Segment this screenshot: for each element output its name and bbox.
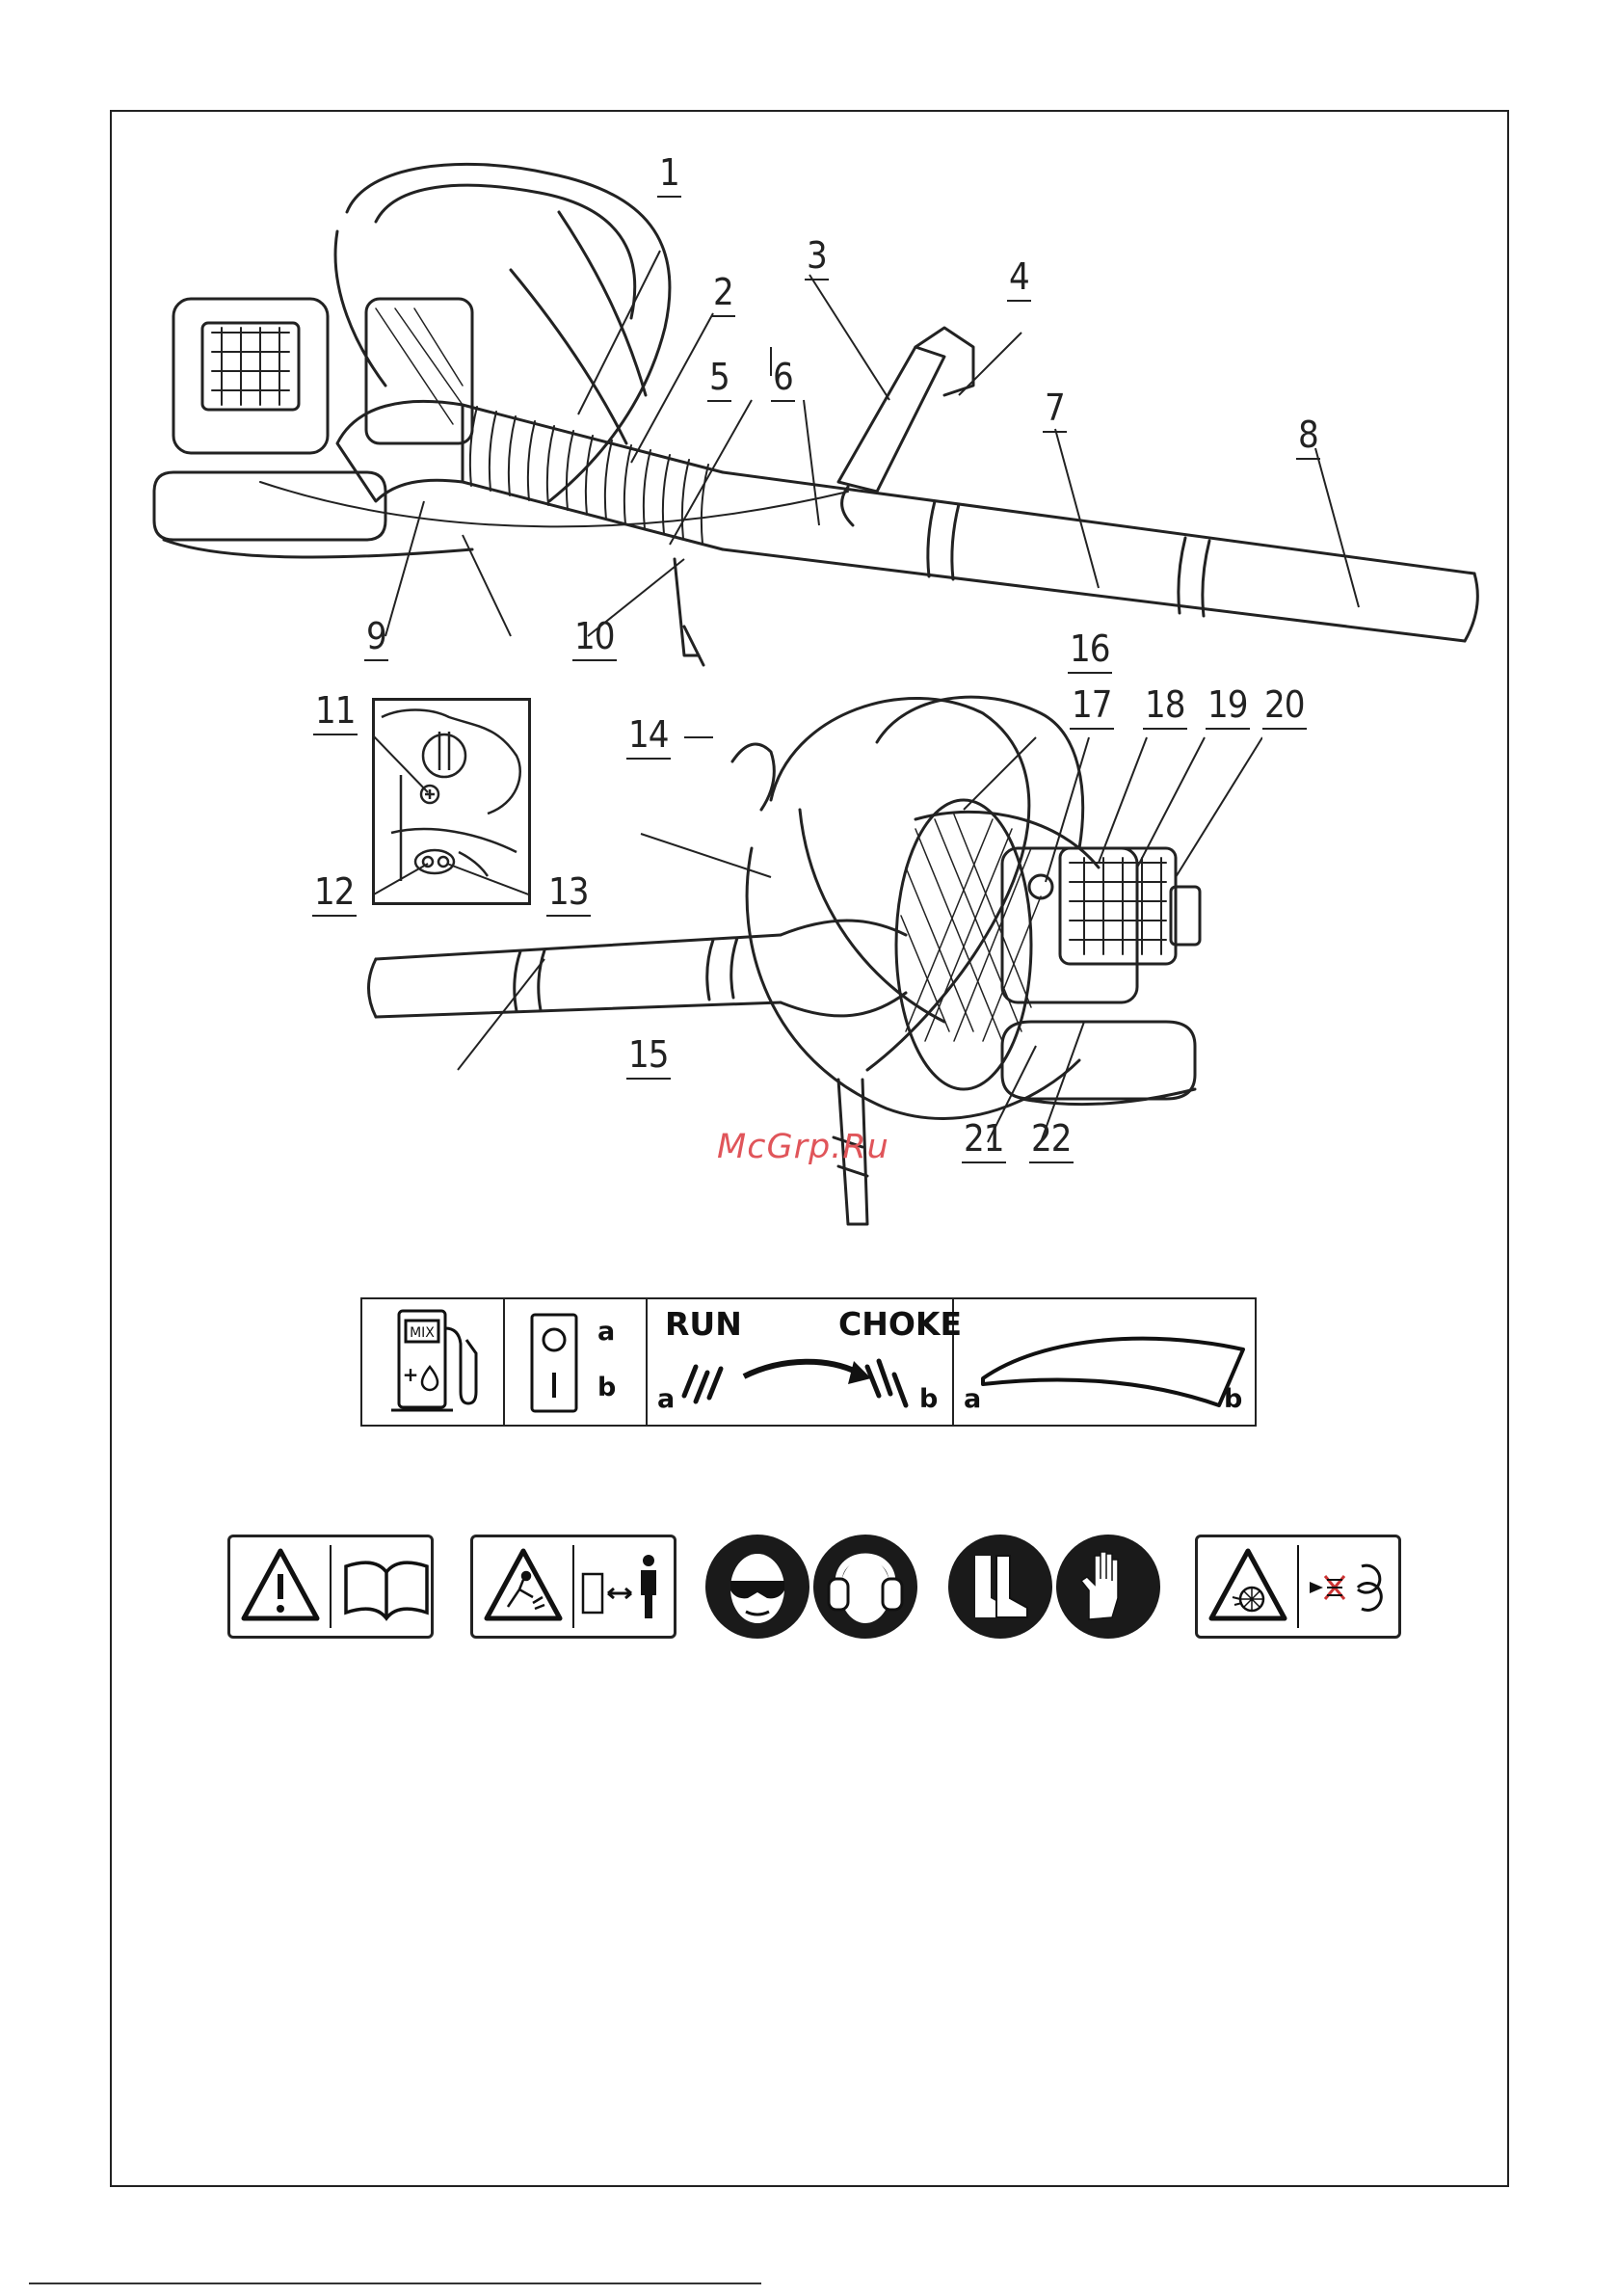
read-manual-icon [230, 1537, 431, 1636]
safety-boots-sign [948, 1535, 1052, 1639]
read-manual-sign [227, 1535, 434, 1639]
eye-protection-icon [705, 1535, 809, 1639]
callout-label: 21 [962, 1117, 1006, 1163]
safety-boots-icon [948, 1535, 1052, 1639]
callout-label: 5 [707, 356, 731, 402]
callout-label: 1 [657, 151, 681, 198]
run-label: RUN [665, 1305, 742, 1343]
rotating-fan-warning-icon [1198, 1537, 1398, 1636]
callout-18: 18 [1143, 686, 1187, 723]
callout-label: 7 [1043, 387, 1067, 433]
callout-3: 3 [805, 237, 829, 274]
svg-text:+: + [403, 1363, 419, 1386]
callout-label: 18 [1143, 683, 1187, 730]
ignition-switch-symbol: a b [505, 1299, 648, 1425]
callout-label: 8 [1296, 414, 1320, 460]
callout-14: 14 [626, 716, 671, 753]
callout-9: 9 [364, 618, 388, 654]
callout-label: 9 [364, 615, 388, 661]
throttle-symbol: a b [954, 1299, 1255, 1425]
callout-6: 6 [771, 359, 795, 395]
fuel-pump-icon: MIX + [362, 1299, 503, 1425]
callout-label: 16 [1068, 627, 1112, 674]
rotating-fan-warning-sign [1195, 1535, 1401, 1639]
callout-20: 20 [1262, 686, 1307, 723]
eye-protection-sign [705, 1535, 809, 1639]
callout-22: 22 [1029, 1120, 1074, 1157]
mix-label: MIX [410, 1325, 435, 1341]
fuel-mix-symbol: MIX + [362, 1299, 505, 1425]
choke-label-a: a [657, 1384, 675, 1414]
ear-protection-sign [813, 1535, 917, 1639]
watermark: McGrp.Ru [717, 1128, 889, 1166]
callout-label: 3 [805, 234, 829, 280]
gloves-sign [1056, 1535, 1160, 1639]
control-symbols-strip: MIX + a b RUN CHOKE a b [360, 1297, 1257, 1427]
on-off-switch-icon [530, 1313, 578, 1413]
callout-4: 4 [1007, 258, 1031, 295]
throttle-wedge-icon [954, 1299, 1255, 1425]
callout-1: 1 [657, 154, 681, 191]
callout-19: 19 [1206, 686, 1250, 723]
callout-label: 15 [626, 1033, 671, 1080]
callout-8: 8 [1296, 416, 1320, 453]
callout-11: 11 [313, 692, 358, 729]
callout-10: 10 [572, 618, 617, 654]
callout-12: 12 [312, 873, 357, 910]
switch-label-a: a [597, 1317, 615, 1347]
keep-distance-icon [473, 1537, 674, 1636]
footer-rule [29, 2283, 761, 2284]
callout-15: 15 [626, 1036, 671, 1073]
callout-5: 5 [707, 359, 731, 395]
choke-label-b: b [919, 1384, 938, 1414]
callout-2: 2 [711, 274, 735, 310]
callout-label: 10 [572, 615, 617, 661]
throttle-label-b: b [1224, 1384, 1242, 1414]
callout-label: 11 [313, 689, 358, 735]
callout-label: 4 [1007, 255, 1031, 302]
throttle-label-a: a [964, 1384, 981, 1414]
callout-label: 20 [1262, 683, 1307, 730]
callout-label: 2 [711, 271, 735, 317]
callout-label: 22 [1029, 1117, 1074, 1163]
callout-label: 14 [626, 713, 671, 760]
gloves-icon [1056, 1535, 1160, 1639]
callout-label: 19 [1206, 683, 1250, 730]
callout-7: 7 [1043, 389, 1067, 426]
callout-17: 17 [1070, 686, 1114, 723]
callout-label: 17 [1070, 683, 1114, 730]
choke-lever-icon [648, 1348, 954, 1425]
choke-symbol: RUN CHOKE a b [648, 1299, 954, 1425]
callout-16: 16 [1068, 630, 1112, 667]
callout-label: 6 [771, 356, 795, 402]
keep-distance-sign [470, 1535, 676, 1639]
choke-label: CHOKE [838, 1305, 962, 1343]
ear-protection-icon [813, 1535, 917, 1639]
callout-21: 21 [962, 1120, 1006, 1157]
switch-label-b: b [597, 1373, 616, 1402]
callout-label: 12 [312, 870, 357, 917]
